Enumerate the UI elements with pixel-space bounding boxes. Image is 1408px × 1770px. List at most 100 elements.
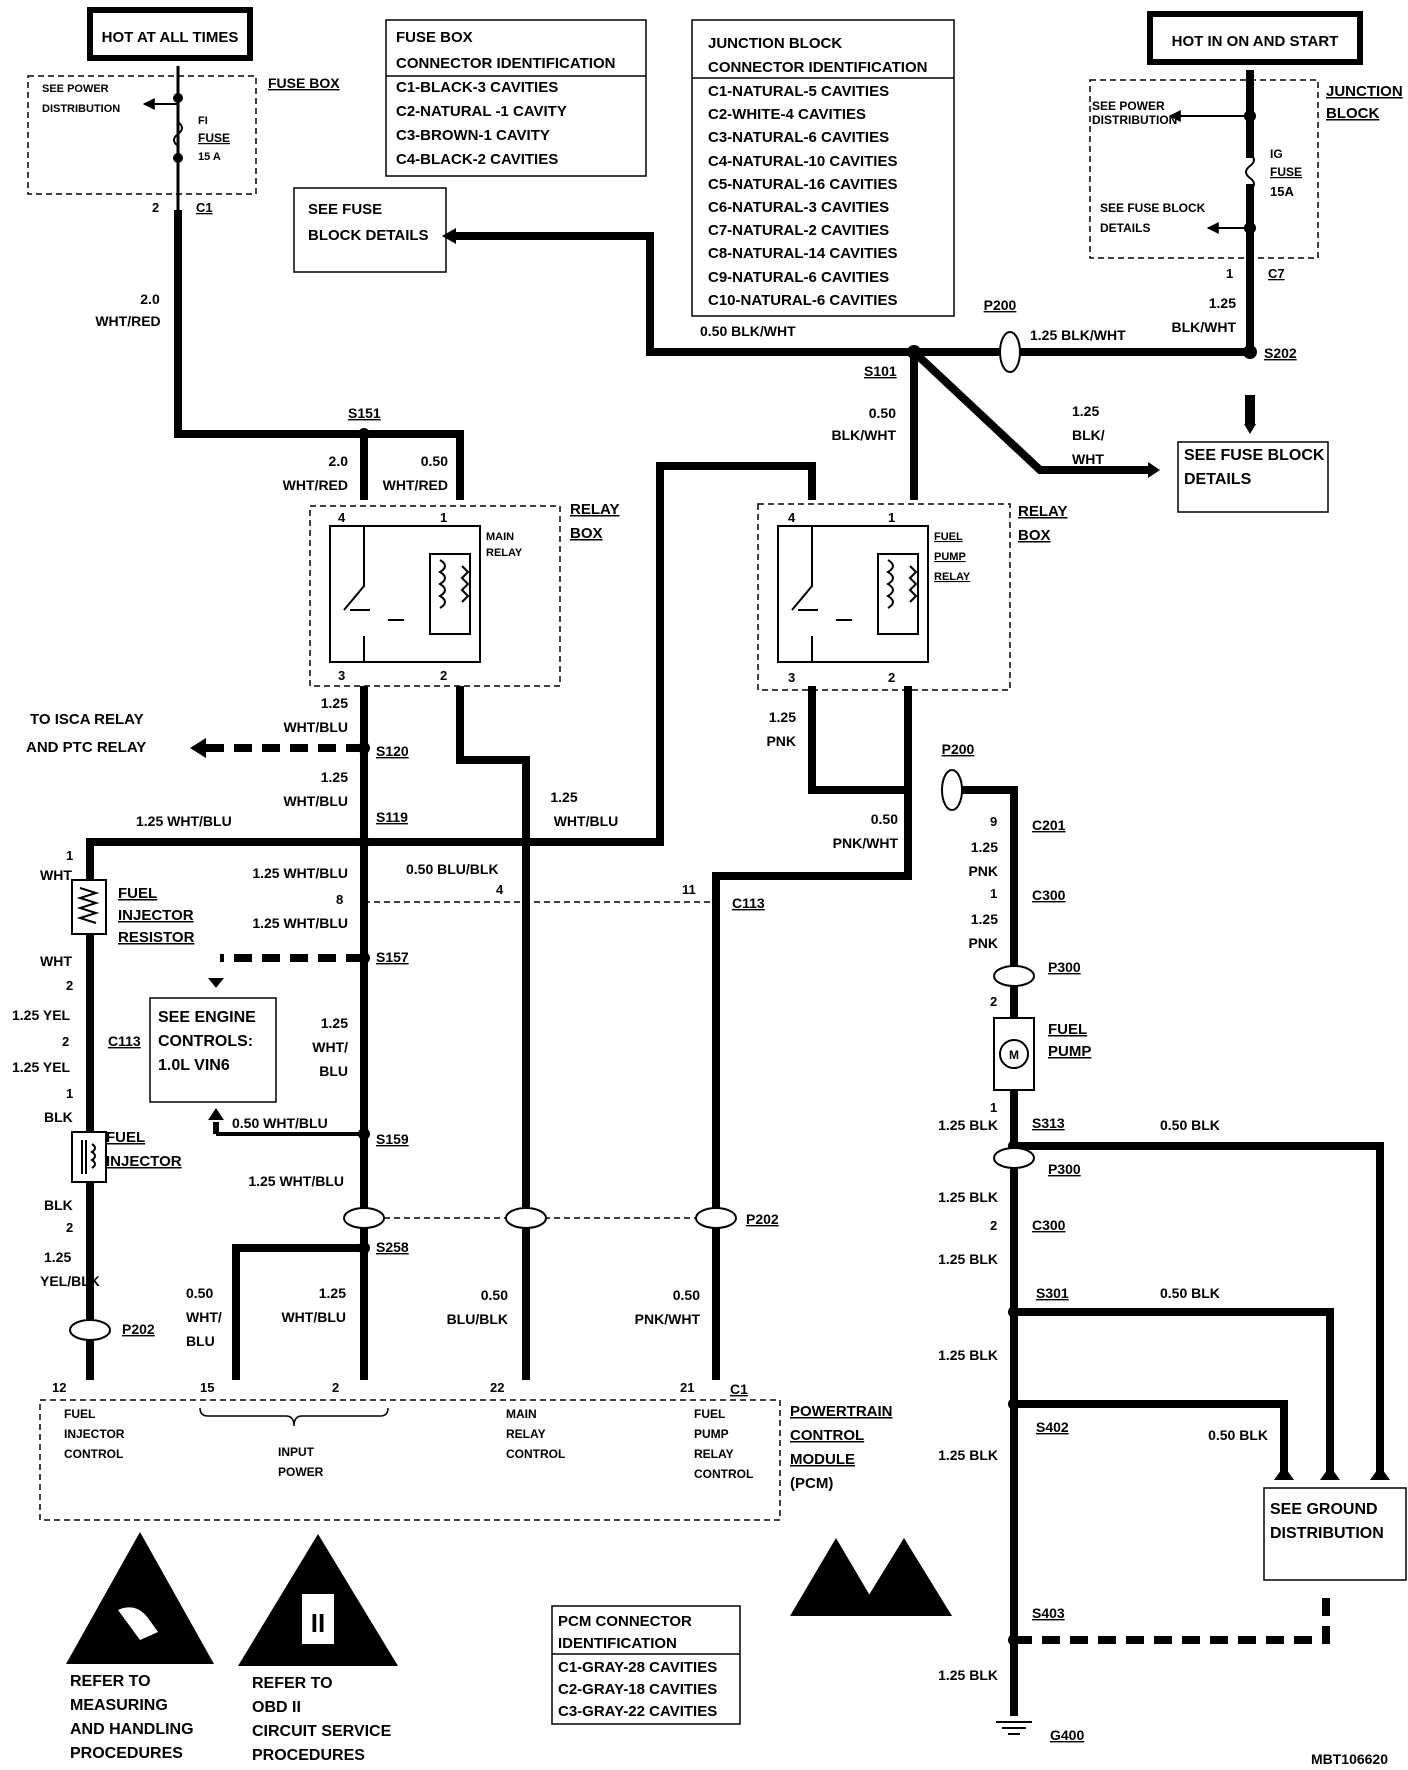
pin-label: 1 [990, 886, 997, 901]
splice-label: S403 [1032, 1605, 1065, 1621]
connector-label: G400 [1050, 1727, 1084, 1743]
legend-measuring-handling: REFER TO MEASURING AND HANDLING PROCEDUR… [66, 1532, 214, 1762]
pcm-fic-2: INJECTOR [64, 1427, 125, 1441]
wire-label: YEL/BLK [40, 1273, 100, 1289]
to-isca-1: TO ISCA RELAY [30, 711, 144, 728]
measuring-4: PROCEDURES [70, 1745, 183, 1762]
pcm-fprc-3: RELAY [694, 1447, 734, 1461]
wire-label: WHT/BLU [283, 793, 348, 809]
wire-label: WHT/BLU [283, 719, 348, 735]
wire-label: 1.25 [321, 1015, 348, 1031]
jb-cid-row: C5-NATURAL-16 CAVITIES [708, 176, 897, 193]
wire-label: WHT/BLU [554, 813, 619, 829]
measuring-1: REFER TO [70, 1673, 151, 1690]
wire-label: 2.0 [329, 453, 349, 469]
pin-label: 15 [200, 1380, 214, 1395]
fuse-box-connector: C1 [196, 200, 213, 215]
wire-label: 1.25 [971, 911, 998, 927]
wire-label: 1.25 BLK [938, 1667, 998, 1683]
inline-connectors [69, 331, 1035, 1341]
pcm-module: POWERTRAIN CONTROL MODULE (PCM) FUEL INJ… [39, 1399, 893, 1521]
see-fuse-right-2: DETAILS [1184, 471, 1252, 488]
wire-label: BLK [44, 1109, 73, 1125]
wire-label: 0.50 BLK [1160, 1285, 1220, 1301]
esd-small-icon [790, 1538, 882, 1616]
wire-label: BLU [186, 1333, 215, 1349]
pcm-input-power-1: INPUT [278, 1445, 315, 1459]
wire-label: WHT/ [186, 1309, 222, 1325]
fuse-box-cid-title-2: CONNECTOR IDENTIFICATION [396, 55, 615, 72]
pin-label: 1 [990, 1100, 997, 1115]
fi-fuse-label-1: FI [198, 115, 208, 127]
fuse-box-cid-row: C2-NATURAL -1 CAVITY [396, 103, 567, 120]
pin-label: 4 [496, 882, 504, 897]
fuse-box-cid-row: C4-BLACK-2 CAVITIES [396, 151, 558, 168]
ig-fuse-label-1: IG [1270, 147, 1283, 161]
fp-relay-pin: 1 [888, 510, 895, 525]
splice-label: S151 [348, 405, 381, 421]
splice-label: S119 [376, 809, 408, 825]
jb-connector: C7 [1268, 266, 1285, 281]
fuel-pump-label-1: FUEL [1048, 1021, 1087, 1038]
wire-label: WHT/RED [95, 313, 160, 329]
jb-cid-row: C2-WHITE-4 CAVITIES [708, 106, 866, 123]
obd-small: OBDII [305, 1652, 330, 1662]
see-engine-controls-1: SEE ENGINE [158, 1009, 256, 1026]
obd-3: CIRCUIT SERVICE [252, 1723, 392, 1740]
fp-relay-pin: 4 [788, 510, 796, 525]
main-relay-pin: 1 [440, 510, 447, 525]
wire-label: PNK [968, 863, 998, 879]
jb-cid-row: C7-NATURAL-2 CAVITIES [708, 222, 889, 239]
fuel-injector-label-2: INJECTOR [106, 1153, 182, 1170]
splice-label: S157 [376, 949, 409, 965]
fuse-box: FUSE BOX SEE POWER DISTRIBUTION FI FUSE … [27, 66, 340, 215]
wire-label: WHT [40, 867, 72, 883]
wire-label: WHT/RED [283, 477, 348, 493]
injector-resistor-label-1: FUEL [118, 885, 157, 902]
junction-block-connector-id-table: JUNCTION BLOCK CONNECTOR IDENTIFICATION … [691, 19, 955, 317]
header-boxes: HOT AT ALL TIMES HOT IN ON AND START [87, 7, 1363, 65]
connector-label: C300 [1032, 1217, 1066, 1233]
relay-box-right-1: RELAY [1018, 503, 1067, 520]
wire-label: 1.25 YEL [12, 1007, 71, 1023]
wire-label: 1.25 BLK [938, 1117, 998, 1133]
obd-4: PROCEDURES [252, 1747, 365, 1764]
to-isca-label: TO ISCA RELAY AND PTC RELAY [26, 711, 146, 756]
pcm-cid-row: C3-GRAY-22 CAVITIES [558, 1703, 717, 1720]
main-relay-label-2: RELAY [486, 547, 523, 559]
pin-label: 2 [990, 1218, 997, 1233]
pcm-cid-title-2: IDENTIFICATION [558, 1635, 677, 1652]
fuel-pump-relay-label-2: PUMP [934, 551, 966, 563]
splice-label: S402 [1036, 1419, 1069, 1435]
wire-label: 0.50 [421, 453, 448, 469]
splice-label: S120 [376, 743, 409, 759]
fuse-box-title: FUSE BOX [268, 75, 340, 91]
fuse-box-cid-row: C3-BROWN-1 CAVITY [396, 127, 550, 144]
pin-label: 2 [332, 1380, 339, 1395]
fuse-box-pin: 2 [152, 200, 159, 215]
pin-label: 1 [66, 848, 73, 863]
wire-label: 1.25 [769, 709, 796, 725]
dashed-lines [200, 744, 1330, 1644]
pin-label: 2 [66, 978, 73, 993]
connector-label: P202 [746, 1211, 779, 1227]
wire-label: 1.25 BLK/WHT [1030, 327, 1126, 343]
wire-labels: 2.0 WHT/RED 0.50 BLK/WHT 1.25 BLK/WHT 1.… [12, 291, 1268, 1683]
wire-label: WHT/ [312, 1039, 348, 1055]
wire-label: 1.25 WHT/BLU [252, 915, 348, 931]
connector-label: C300 [1032, 887, 1066, 903]
jb-pin: 1 [1226, 266, 1233, 281]
wire-label: WHT/RED [383, 477, 448, 493]
relay-box-fuel-pump: FUEL PUMP RELAY RELAY BOX 4 1 3 2 [757, 503, 1067, 691]
splice-label: S258 [376, 1239, 409, 1255]
jb-cid-row: C1-NATURAL-5 CAVITIES [708, 83, 889, 100]
see-fuse-left-1: SEE FUSE [308, 201, 382, 218]
relay-box-left-1: RELAY [570, 501, 619, 518]
jb-cid-row: C10-NATURAL-6 CAVITIES [708, 292, 897, 309]
wire-label: 1.25 [319, 1285, 346, 1301]
wire-label: 1.25 WHT/BLU [248, 1173, 344, 1189]
jb-cid-title-1: JUNCTION BLOCK [708, 35, 842, 52]
wire-label: PNK [766, 733, 796, 749]
fi-fuse-label-2: FUSE [198, 131, 230, 145]
